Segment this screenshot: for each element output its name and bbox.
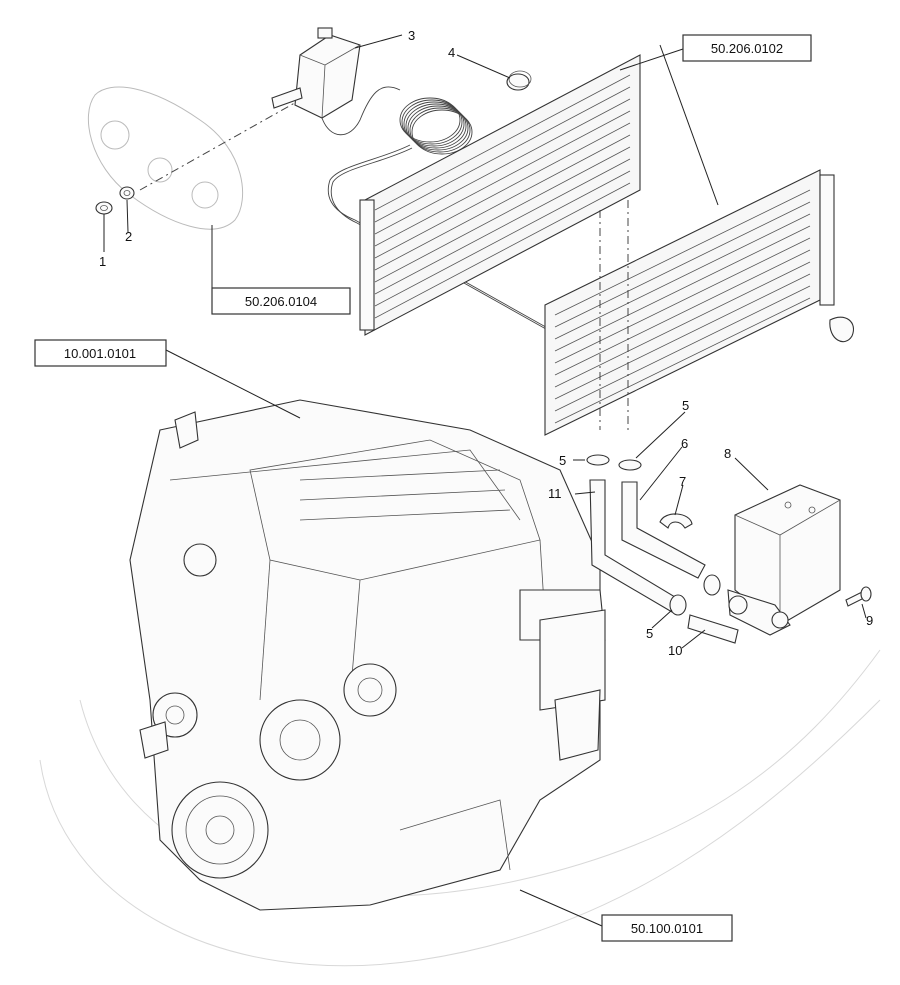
heater-core-upper bbox=[359, 54, 641, 336]
reference-box-control-panel[interactable]: 50.206.0104 bbox=[211, 287, 351, 315]
callout-5-lower: 5 bbox=[646, 626, 653, 641]
callout-10: 10 bbox=[668, 643, 682, 658]
reference-box-heater-core[interactable]: 50.206.0102 bbox=[682, 34, 812, 62]
callout-3: 3 bbox=[408, 28, 415, 43]
callout-5-upper: 5 bbox=[682, 398, 689, 413]
callout-numbers: 1 2 3 4 5 5 5 6 7 8 9 10 11 bbox=[99, 28, 873, 658]
reference-code-heater-core: 50.206.0102 bbox=[711, 41, 783, 56]
thermostat-switch-part-3 bbox=[271, 27, 698, 341]
valve-box-part-8 bbox=[727, 484, 841, 636]
reference-box-engine[interactable]: 10.001.0101 bbox=[34, 339, 167, 367]
clamp-part-5a bbox=[586, 454, 610, 466]
leader-lines bbox=[103, 34, 867, 927]
reference-code-control-panel: 50.206.0104 bbox=[245, 294, 317, 309]
reference-box-hoses[interactable]: 50.100.0101 bbox=[601, 914, 733, 942]
nut-part-1 bbox=[95, 201, 113, 215]
reference-code-hoses: 50.100.0101 bbox=[631, 921, 703, 936]
washer-part-2 bbox=[119, 186, 135, 200]
callout-7: 7 bbox=[679, 474, 686, 489]
callout-8: 8 bbox=[724, 446, 731, 461]
callout-2: 2 bbox=[125, 229, 132, 244]
clamp-part-5b bbox=[618, 459, 642, 471]
pipe-part-10 bbox=[687, 614, 739, 644]
plug-part-4 bbox=[506, 70, 532, 91]
callout-6: 6 bbox=[681, 436, 688, 451]
callout-5-left: 5 bbox=[559, 453, 566, 468]
callout-1: 1 bbox=[99, 254, 106, 269]
clamp-part-5c bbox=[669, 574, 721, 616]
heater-core-lower bbox=[544, 169, 854, 436]
callout-4: 4 bbox=[448, 45, 455, 60]
reference-code-engine: 10.001.0101 bbox=[64, 346, 136, 361]
screw-part-9 bbox=[845, 586, 872, 607]
clip-part-7 bbox=[659, 513, 693, 529]
engine-assembly bbox=[129, 399, 606, 911]
capillary-coil bbox=[399, 97, 473, 155]
callout-11: 11 bbox=[548, 486, 562, 501]
control-panel-plate bbox=[88, 86, 244, 230]
callout-9: 9 bbox=[866, 613, 873, 628]
hose-part-11 bbox=[589, 479, 706, 613]
